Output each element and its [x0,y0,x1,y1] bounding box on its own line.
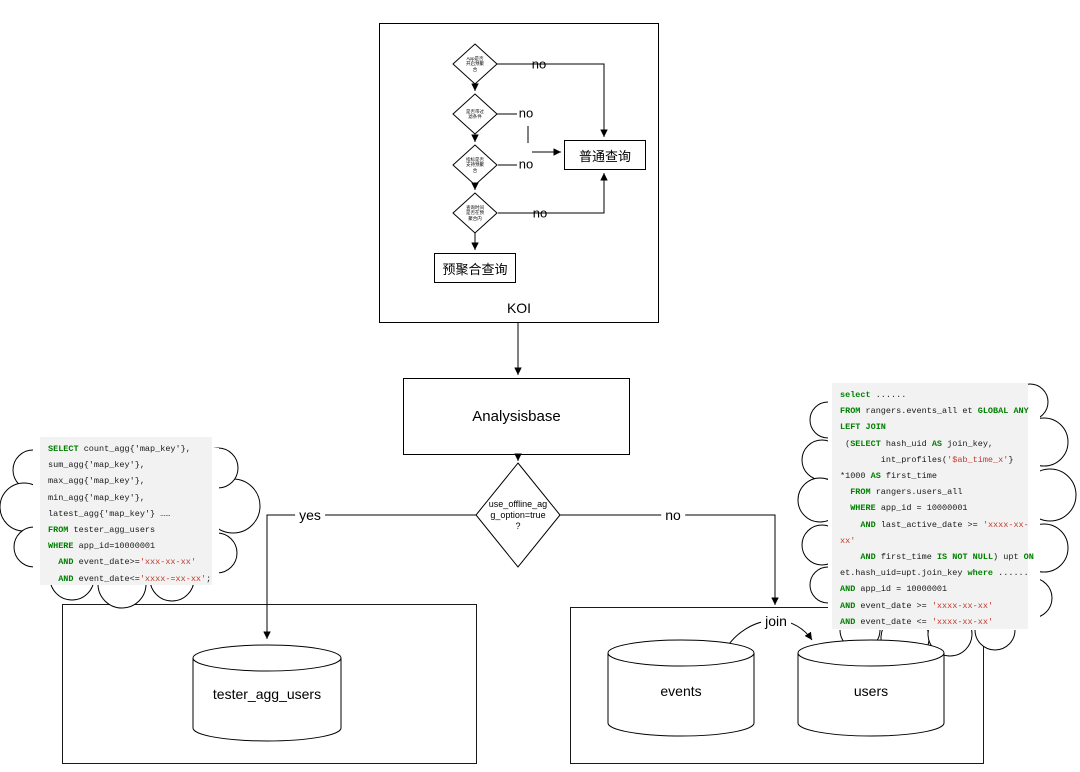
analysisbase-box: Analysisbase [403,378,630,455]
no1-label: no [531,56,547,72]
koi-diamond3-text: 指标是否 支持预聚 合 [466,156,484,173]
preagg-query-box: 预聚合查询 [434,253,516,283]
no-branch-connector [560,514,779,605]
join-label: join [761,613,791,629]
koi-diamond1-text: App是否 开启预聚 合 [466,55,484,72]
normal-query-box: 普通查询 [564,140,646,170]
no3-label: no [518,156,534,172]
no2-label: no [518,105,534,121]
sql-snippet-left: SELECT count_agg{'map_key'},sum_agg{'map… [40,437,212,585]
left-storage-box [62,604,477,764]
yes-label: yes [295,507,325,523]
tester-agg-users-label: tester_agg_users [212,686,322,702]
right-storage-box [570,607,984,764]
users-label: users [853,683,889,699]
main-decision-text: use_offline_ag g_option=true ? [488,498,548,531]
preagg-query-label: 预聚合查询 [442,261,508,277]
koi-container-box [379,23,659,323]
analysisbase-label: Analysisbase [472,408,561,425]
no4-label: no [532,205,548,221]
koi-label: KOI [506,300,532,316]
sql-snippet-right: select ......FROM rangers.events_all et … [832,383,1034,629]
koi-diamond2-text: 是否带过 滤条件 [466,108,484,120]
events-label: events [660,683,702,699]
koi-diamond4-text: 查询时间 是否在预 聚合内 [466,204,484,221]
no-label: no [661,507,685,523]
normal-query-label: 普通查询 [578,148,631,164]
